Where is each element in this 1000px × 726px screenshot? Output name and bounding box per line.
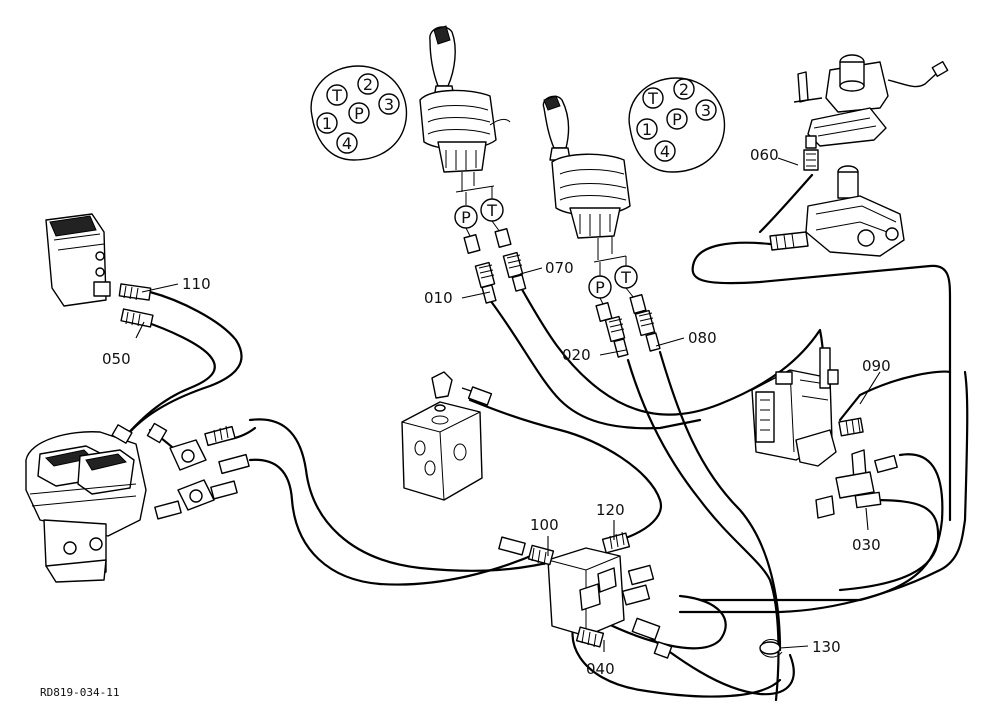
port-pattern-left-2: 2	[363, 75, 373, 94]
port-pattern-right-4: 4	[660, 142, 670, 161]
callout-100: 100	[530, 516, 559, 534]
leader-lines	[135, 157, 881, 652]
port-pattern-right-p: P	[672, 110, 682, 129]
callout-010: 010	[424, 289, 453, 307]
port-pattern-left-p: P	[354, 104, 364, 123]
valve-fittings-right	[815, 417, 898, 519]
hoses	[120, 173, 969, 702]
drawing-code: RD819-034-11	[40, 686, 119, 699]
port-pattern-right-3: 3	[701, 101, 711, 120]
port-pattern-right-t: T	[647, 89, 658, 108]
joystick-right	[542, 95, 631, 276]
port-pattern-right: T 2 P 3 1 4	[628, 77, 726, 173]
port-pattern-right-2: 2	[679, 80, 689, 99]
port-p-label: P	[461, 208, 471, 227]
callout-050: 050	[102, 350, 131, 368]
port-pattern-left: T 2 P 3 1 4	[310, 65, 408, 161]
port-pattern-left-t: T	[331, 86, 342, 105]
joystick-left-fittings	[463, 228, 527, 304]
joystick-right-port-labels: P T	[588, 265, 638, 307]
callout-060: 060	[750, 146, 779, 164]
callout-030: 030	[852, 536, 881, 554]
port-pattern-left-4: 4	[342, 134, 352, 153]
callout-110: 110	[182, 275, 211, 293]
joystick-left	[419, 25, 511, 205]
callout-labels: 110 050 010 070 020 080 060 090 030 100 …	[102, 146, 891, 678]
manifold-block	[401, 371, 493, 501]
port-t-label: T	[620, 268, 631, 287]
callout-020: 020	[562, 346, 591, 364]
tee-fittings	[111, 422, 250, 520]
control-valve-right	[751, 347, 839, 467]
foot-pedal-assembly	[25, 431, 147, 583]
pedal-valve	[45, 213, 154, 328]
joystick-right-fittings	[595, 294, 661, 358]
callout-040: 040	[586, 660, 615, 678]
solenoid-valve-upper	[793, 54, 949, 171]
port-p-label: P	[595, 278, 605, 297]
callout-090: 090	[862, 357, 891, 375]
callout-080: 080	[688, 329, 717, 347]
port-pattern-left-1: 1	[322, 114, 332, 133]
port-pattern-right-1: 1	[642, 120, 652, 139]
callout-130: 130	[812, 638, 841, 656]
solenoid-valve-lower	[769, 165, 905, 257]
callout-070: 070	[545, 259, 574, 277]
distribution-valve	[498, 531, 673, 659]
callout-120: 120	[596, 501, 625, 519]
port-t-label: T	[486, 201, 497, 220]
port-pattern-left-3: 3	[384, 95, 394, 114]
